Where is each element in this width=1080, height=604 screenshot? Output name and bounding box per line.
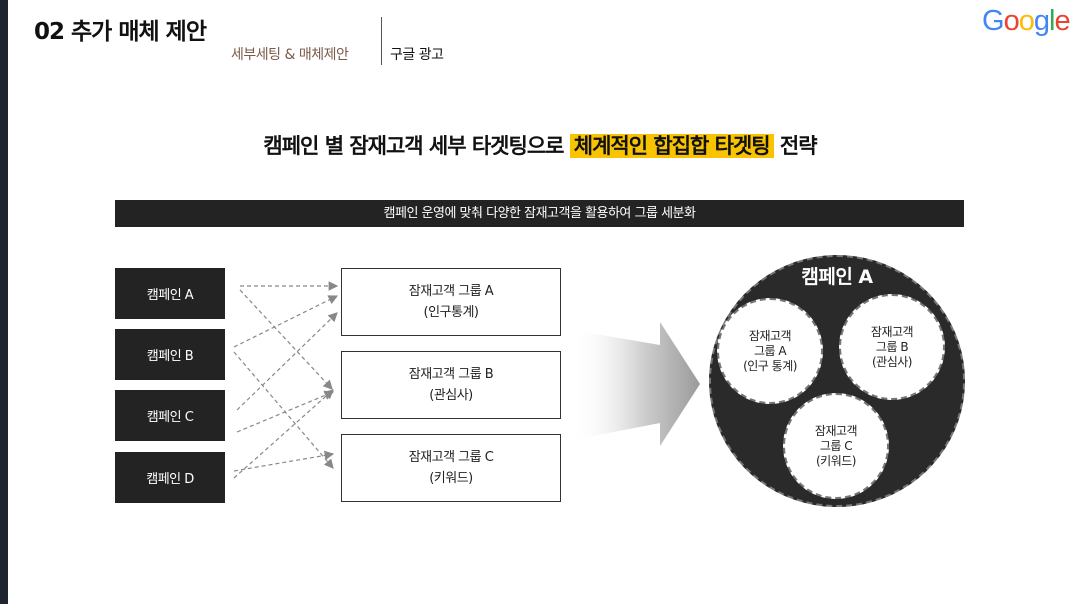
connector-line: [233, 450, 335, 472]
venn-circle-line: 잠재고객: [870, 324, 914, 339]
connector-line: [236, 390, 335, 433]
logo-letter: G: [982, 5, 1005, 37]
venn-circle-a: 잠재고객 그룹 A (인구 통계): [717, 298, 823, 404]
group-sub: (관심사): [429, 388, 473, 403]
group-name: 잠재고객 그룹 A: [408, 284, 494, 299]
venn-circle-line: (관심사): [872, 354, 912, 369]
headline-highlight: 체계적인 합집합 타겟팅: [569, 134, 774, 158]
headline-suffix: 전략: [773, 134, 818, 158]
venn-circle-b: 잠재고객 그룹 B (관심사): [839, 294, 945, 400]
campaign-box-a: 캠페인 A: [115, 268, 225, 319]
connector-line: [233, 295, 339, 348]
venn-circle-line: (키워드): [816, 453, 856, 468]
campaign-box-b: 캠페인 B: [115, 329, 225, 380]
logo-letter: o: [1003, 5, 1020, 37]
audience-group-a: 잠재고객 그룹 A (인구통계): [341, 268, 561, 336]
section-label: 구글 광고: [390, 47, 444, 63]
venn-circle-line: 잠재고객: [748, 328, 792, 343]
logo-letter: o: [1018, 5, 1035, 37]
group-name: 잠재고객 그룹 C: [408, 450, 494, 465]
audience-group-c: 잠재고객 그룹 C (키워드): [341, 434, 561, 502]
page-title: 02 추가 매체 제안: [34, 19, 207, 45]
headline: 캠페인 별 잠재고객 세부 타겟팅으로 체계적인 합집합 타겟팅 전략: [0, 130, 1080, 160]
left-edge-bar: [0, 0, 8, 604]
audience-group-b: 잠재고객 그룹 B (관심사): [341, 351, 561, 419]
campaign-box-c: 캠페인 C: [115, 390, 225, 441]
connector-line: [233, 351, 334, 469]
venn-circle-line: 그룹 B: [875, 339, 909, 354]
header-divider: [381, 17, 382, 65]
venn-circle-line: (인구 통계): [743, 358, 797, 373]
venn-circle-c: 잠재고객 그룹 C (키워드): [783, 393, 889, 499]
group-sub: (키워드): [429, 471, 473, 486]
connector-line: [239, 289, 333, 390]
venn-circle-line: 그룹 A: [753, 343, 787, 358]
banner: 캠페인 운영에 맞춰 다양한 잠재고객을 활용하여 그룹 세분화: [115, 200, 964, 227]
group-sub: (인구통계): [423, 305, 479, 320]
big-arrow-icon: [572, 322, 700, 446]
group-name: 잠재고객 그룹 B: [408, 367, 494, 382]
page-subtitle: 세부세팅 & 매체제안: [231, 47, 349, 63]
google-logo: Google: [982, 5, 1071, 38]
connector-line: [233, 389, 334, 479]
connector-line: [236, 312, 338, 411]
logo-letter: l: [1048, 5, 1056, 37]
logo-letter: g: [1033, 5, 1050, 37]
venn-circle-line: 잠재고객: [814, 423, 858, 438]
logo-letter: e: [1054, 5, 1070, 37]
venn-title: 캠페인 A: [801, 266, 873, 288]
venn-circle-line: 그룹 C: [819, 438, 853, 453]
campaign-box-d: 캠페인 D: [115, 452, 225, 503]
headline-prefix: 캠페인 별 잠재고객 세부 타겟팅으로: [263, 134, 570, 158]
